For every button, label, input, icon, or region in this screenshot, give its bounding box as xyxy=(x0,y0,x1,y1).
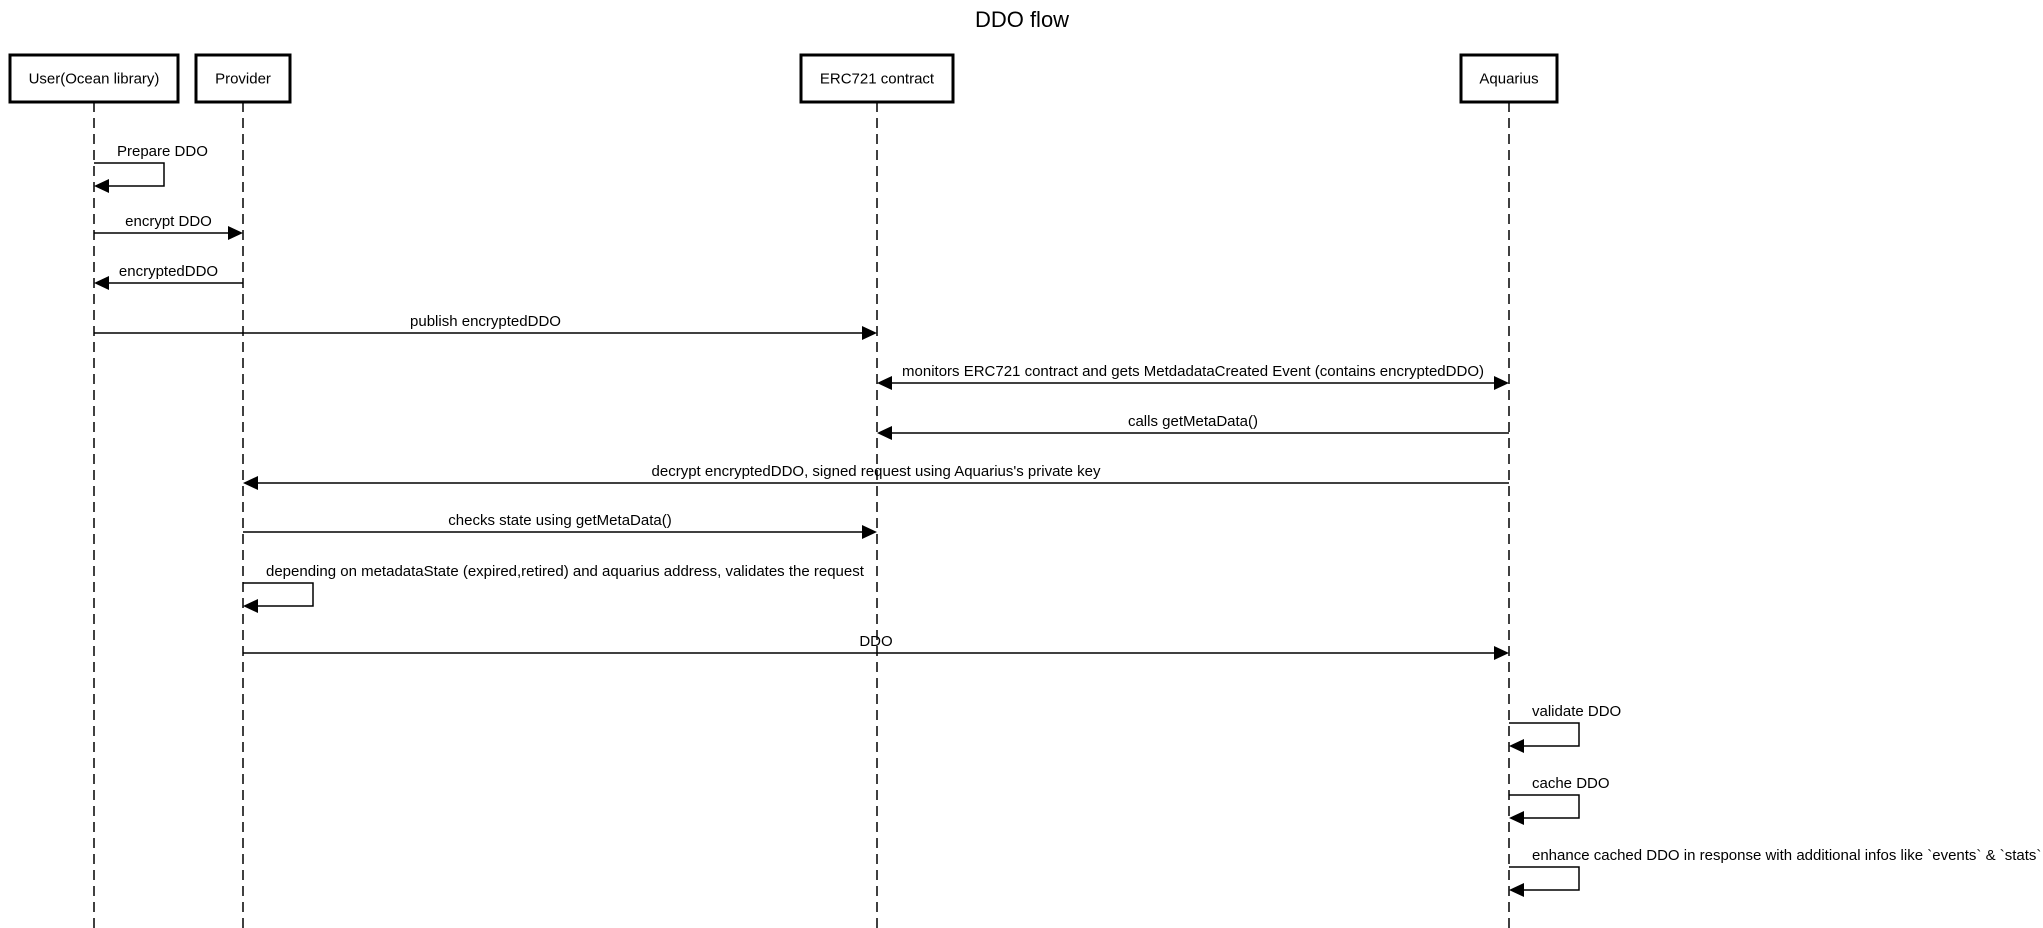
lifelines xyxy=(93,102,1510,928)
arrow-head xyxy=(1494,376,1509,390)
message-label: DDO xyxy=(859,633,892,650)
message-label: decrypt encryptedDDO, signed request usi… xyxy=(652,463,1101,480)
arrow-head xyxy=(1494,646,1509,660)
arrow-head xyxy=(862,326,877,340)
actor-user: User(Ocean library) xyxy=(8,53,180,104)
arrow-head xyxy=(243,476,258,490)
message-label: checks state using getMetaData() xyxy=(448,512,671,529)
self-message-line xyxy=(1509,794,1580,819)
message-10: DDO xyxy=(243,633,1509,660)
arrow-head xyxy=(243,599,258,613)
message-1: Prepare DDO xyxy=(94,143,208,193)
message-9: depending on metadataState (expired,reti… xyxy=(243,563,865,613)
message-label: cache DDO xyxy=(1532,775,1610,792)
arrow-head xyxy=(877,426,892,440)
messages: Prepare DDO encrypt DDO encryptedDDO publis… xyxy=(94,143,2041,897)
actor-label: ERC721 contract xyxy=(820,71,935,88)
message-2: encrypt DDO xyxy=(94,213,243,240)
actor-erc721: ERC721 contract xyxy=(799,53,955,104)
self-message-line xyxy=(1509,722,1580,747)
message-5: monitors ERC721 contract and gets Metdad… xyxy=(877,363,1509,390)
message-7: decrypt encryptedDDO, signed request usi… xyxy=(243,463,1509,490)
message-11: validate DDO xyxy=(1509,703,1621,753)
message-13: enhance cached DDO in response with addi… xyxy=(1509,847,2041,897)
message-label: encryptedDDO xyxy=(119,263,218,280)
message-label: validate DDO xyxy=(1532,703,1621,720)
actor-box xyxy=(194,53,292,104)
self-message-line xyxy=(94,162,165,187)
arrow-head xyxy=(862,525,877,539)
message-label: publish encryptedDDO xyxy=(410,313,561,330)
diagram-title: DDO flow xyxy=(975,7,1069,32)
message-label: depending on metadataState (expired,reti… xyxy=(266,563,865,580)
message-8: checks state using getMetaData() xyxy=(243,512,877,539)
actor-box xyxy=(1459,53,1559,104)
arrow-head xyxy=(1509,883,1524,897)
self-message-line xyxy=(243,582,314,607)
arrow-head xyxy=(228,226,243,240)
arrow-head xyxy=(1509,739,1524,753)
self-message-line xyxy=(1509,866,1580,891)
actor-provider: Provider xyxy=(194,53,292,104)
actor-label: Provider xyxy=(215,71,271,88)
actor-box xyxy=(799,53,955,104)
message-6: calls getMetaData() xyxy=(877,413,1509,440)
message-3: encryptedDDO xyxy=(94,263,243,290)
arrow-head xyxy=(877,376,892,390)
message-12: cache DDO xyxy=(1509,775,1610,825)
actor-aquarius: Aquarius xyxy=(1459,53,1559,104)
actors: User(Ocean library) Provider ERC721 contra… xyxy=(8,53,1559,104)
message-label: monitors ERC721 contract and gets Metdad… xyxy=(902,363,1484,380)
message-label: Prepare DDO xyxy=(117,143,208,160)
actor-box xyxy=(8,53,180,104)
arrow-head xyxy=(1509,811,1524,825)
message-label: enhance cached DDO in response with addi… xyxy=(1532,847,2041,864)
actor-label: Aquarius xyxy=(1479,71,1538,88)
arrow-head xyxy=(94,179,109,193)
message-4: publish encryptedDDO xyxy=(94,313,877,340)
actor-label: User(Ocean library) xyxy=(29,71,160,88)
message-label: calls getMetaData() xyxy=(1128,413,1258,430)
message-label: encrypt DDO xyxy=(125,213,212,230)
arrow-head xyxy=(94,276,109,290)
